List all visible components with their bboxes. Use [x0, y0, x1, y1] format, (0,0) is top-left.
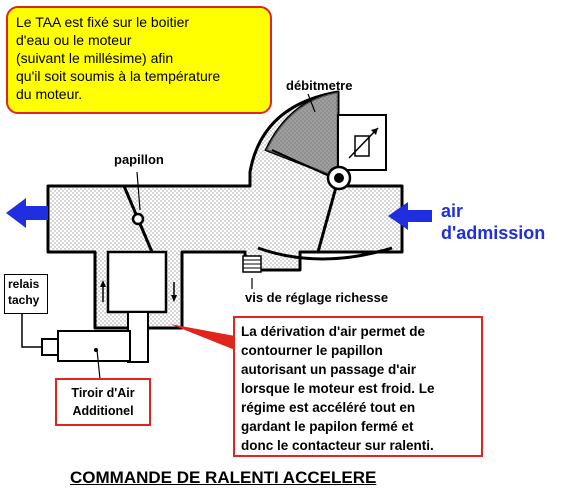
derivation-line: donc le contacteur sur ralenti. — [241, 438, 434, 453]
note-line: d'eau ou le moteur — [16, 32, 132, 48]
bypass-block — [106, 250, 168, 314]
note-line: (suivant le millésime) afin — [16, 50, 174, 66]
mixture-screw-label: vis de réglage richesse — [245, 290, 389, 305]
derivation-line: autorisant un passage d'air — [241, 362, 417, 377]
derivation-line: contourner le papillon — [241, 343, 383, 358]
papillon-label: papillon — [114, 152, 164, 167]
note-line: qu'il soit soumis à la température — [16, 68, 221, 84]
relais-label: relais — [8, 277, 40, 291]
callout-pointer — [170, 324, 235, 350]
mixture-screw — [242, 255, 262, 273]
debitmetre-label: débitmetre — [286, 78, 353, 93]
derivation-line: La dérivation d'air permet de — [241, 324, 426, 339]
derivation-note: La dérivation d'air permet de contourner… — [233, 316, 483, 457]
relais-tachy-box: relais tachy — [4, 274, 48, 314]
derivation-line: lorsque le moteur est froid. Le — [241, 381, 435, 396]
flowmeter-flap — [316, 179, 340, 253]
tiroir-label-box: Tiroir d'Air Additionel — [55, 378, 151, 426]
note-line: Le TAA est fixé sur le boitier — [16, 14, 190, 30]
note-line: du moteur. — [16, 86, 83, 102]
tiroir-label-line1: Tiroir d'Air — [71, 386, 135, 400]
diagram-title: COMMANDE DE RALENTI ACCELERE — [70, 468, 377, 487]
tiroir-label-line2: Additionel — [72, 404, 134, 418]
air-outlet-arrow — [6, 198, 48, 228]
tachy-label: tachy — [8, 293, 40, 307]
derivation-line: gardant le papilon fermé et — [241, 419, 414, 434]
air-label-line1: air — [441, 201, 464, 221]
air-label-line2: d'admission — [441, 223, 546, 243]
air-inlet-arrow — [388, 202, 432, 230]
taa-location-note: Le TAA est fixé sur le boitier d'eau ou … — [6, 6, 272, 114]
derivation-line: régime est accéléré tout en — [241, 400, 416, 415]
